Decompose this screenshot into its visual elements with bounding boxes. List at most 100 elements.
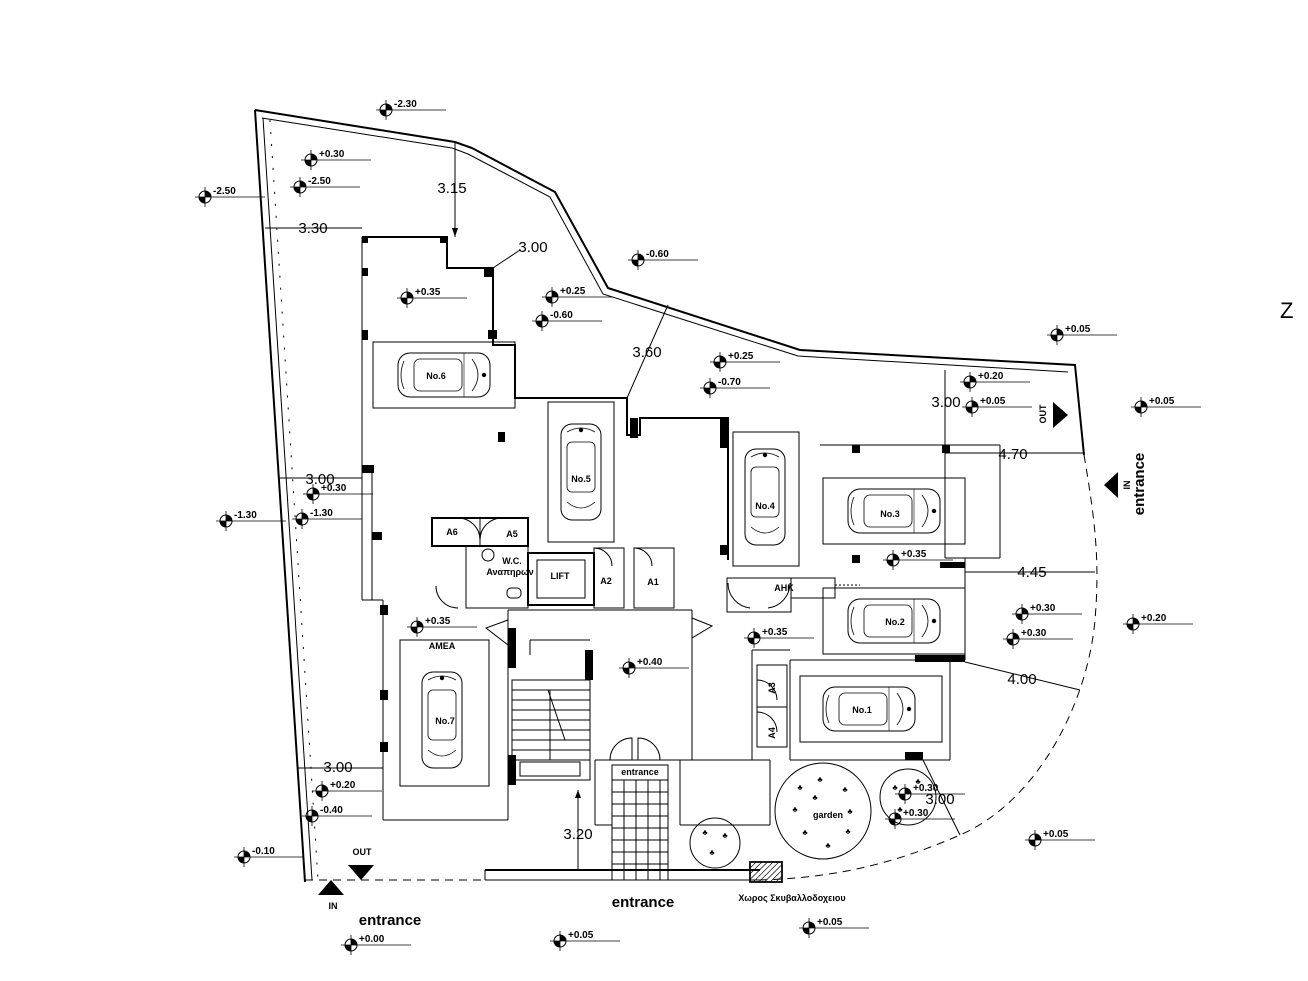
level-marker: +0.30 <box>895 783 965 804</box>
dimension-label: 3.20 <box>563 826 592 843</box>
dimension-label: 4.00 <box>1007 671 1036 688</box>
dimension-label: 3.30 <box>298 220 327 237</box>
svg-text:♣: ♣ <box>817 775 823 784</box>
parking-label: No.5 <box>571 474 591 484</box>
level-marker: +0.30 <box>1012 603 1082 624</box>
level-marker: -0.60 <box>532 310 602 331</box>
level-value: +0.20 <box>330 780 356 791</box>
dimension-label: 3.15 <box>437 180 466 197</box>
parking-spot-no2: No.2 <box>822 587 966 655</box>
parking-spot-no7: No.7 AMEA <box>399 639 490 787</box>
level-marker: +0.30 <box>303 483 373 504</box>
room-a2: A2 <box>600 576 612 586</box>
level-marker: +0.05 <box>1047 324 1117 345</box>
level-value: -2.50 <box>213 186 236 197</box>
out-arrow-icon <box>348 865 374 880</box>
level-marker: +0.20 <box>1123 613 1193 634</box>
level-marker: +0.20 <box>312 780 382 801</box>
dimension-lines: 3.15 3.30 3.00 3.60 3.00 4.70 3.00 4.45 … <box>265 142 1095 870</box>
level-value: +0.05 <box>1149 396 1175 407</box>
dimension-label: 4.45 <box>1017 564 1046 581</box>
level-markers: -2.30+0.30-2.50-2.50-0.60+0.35+0.25-0.60… <box>195 99 1201 955</box>
level-marker: +0.30 <box>1003 628 1073 649</box>
level-value: -0.10 <box>252 846 275 857</box>
svg-text:♣: ♣ <box>812 793 818 802</box>
parking-spot-no1: No.1 <box>799 675 943 743</box>
parking-label: No.2 <box>885 617 905 627</box>
level-value: +0.20 <box>978 371 1004 382</box>
building-core: A6 A5 W.C. Αναπηρων LIFT A2 A1 AHK A3 A4 <box>431 517 860 781</box>
entrance-label-e: entrance <box>1131 453 1148 516</box>
level-value: +0.30 <box>1030 603 1056 614</box>
level-value: +0.05 <box>1065 324 1091 335</box>
level-marker: +0.05 <box>962 396 1032 417</box>
level-value: +0.05 <box>568 930 594 941</box>
parking-spot-no4: No.4 <box>732 431 800 567</box>
parking-label: No.4 <box>755 501 775 511</box>
out-arrow-icon <box>1053 402 1068 428</box>
in-label: IN <box>1122 481 1132 490</box>
level-value: +0.00 <box>359 934 385 945</box>
bins-label: Χωρος Σκυβαλλοδοχειου <box>738 893 845 903</box>
level-value: +0.35 <box>415 287 441 298</box>
in-label: IN <box>329 901 338 911</box>
level-marker: +0.35 <box>397 287 467 308</box>
dimension-label: 3.60 <box>632 344 661 361</box>
out-label: OUT <box>1038 404 1048 424</box>
level-marker: -2.50 <box>290 176 360 197</box>
level-marker: -1.30 <box>292 508 362 529</box>
entrance-paving: entrance <box>594 760 669 881</box>
parking-spot-no3: No.3 <box>822 477 966 545</box>
level-value: +0.25 <box>560 286 586 297</box>
level-value: +0.30 <box>913 783 939 794</box>
level-marker: -0.70 <box>700 377 770 398</box>
level-value: -0.40 <box>320 805 343 816</box>
room-a4: A4 <box>767 727 777 739</box>
dimension-label: 3.00 <box>518 239 547 256</box>
level-value: +0.35 <box>425 616 451 627</box>
parking-spot-no5: No.5 <box>547 401 615 543</box>
svg-text:♣: ♣ <box>709 848 715 857</box>
level-marker: -0.40 <box>302 805 372 826</box>
in-arrow-icon <box>1104 472 1118 498</box>
svg-text:♣: ♣ <box>797 783 803 792</box>
parking-label: No.3 <box>880 509 900 519</box>
level-marker: +0.35 <box>744 627 814 648</box>
room-a3: A3 <box>767 682 777 694</box>
dimension-label: 3.00 <box>305 471 334 488</box>
level-value: +0.35 <box>901 549 927 560</box>
svg-text:♣: ♣ <box>722 831 728 840</box>
entrance-label-sw: entrance <box>359 912 422 929</box>
level-value: +0.05 <box>980 396 1006 407</box>
level-value: -1.30 <box>234 510 257 521</box>
svg-text:♣: ♣ <box>915 777 921 786</box>
svg-text:♣: ♣ <box>792 805 798 814</box>
level-value: +0.30 <box>903 808 929 819</box>
level-marker: -1.30 <box>216 510 286 531</box>
lift-label: LIFT <box>551 571 570 581</box>
parking-spots: No.6 No.5 No.4 No.3 No.2 No.1 <box>372 341 966 787</box>
level-value: -0.70 <box>718 377 741 388</box>
level-value: +0.40 <box>637 657 663 668</box>
level-value: +0.30 <box>319 149 345 160</box>
in-arrow-icon <box>318 880 344 895</box>
parking-spot-no6: No.6 <box>372 341 516 409</box>
north-fragment: Z <box>1280 298 1293 323</box>
level-marker: +0.05 <box>1131 396 1201 417</box>
level-marker: +0.30 <box>885 808 955 829</box>
svg-text:♣: ♣ <box>802 828 808 837</box>
garden-area: ♣♣♣ ♣♣♣ ♣♣♣ ♣♣♣ ♣♣♣ garden Χωρος Σκυβαλλ… <box>689 762 937 903</box>
level-marker: +0.40 <box>619 657 689 678</box>
level-marker: +0.35 <box>883 549 953 570</box>
level-value: +0.05 <box>1043 829 1069 840</box>
wc-label: W.C. <box>502 556 522 566</box>
entrance-label-s: entrance <box>612 894 675 911</box>
svg-text:♣: ♣ <box>842 785 848 794</box>
level-marker: +0.25 <box>542 286 612 307</box>
level-marker: +0.25 <box>710 351 780 372</box>
entrance-markers: IN OUT entrance entrance OUT IN entrance <box>318 402 1148 929</box>
level-marker: -0.60 <box>628 249 698 270</box>
level-value: -1.30 <box>310 508 333 519</box>
svg-text:♣: ♣ <box>847 807 853 816</box>
dimension-label: 4.70 <box>998 446 1027 463</box>
